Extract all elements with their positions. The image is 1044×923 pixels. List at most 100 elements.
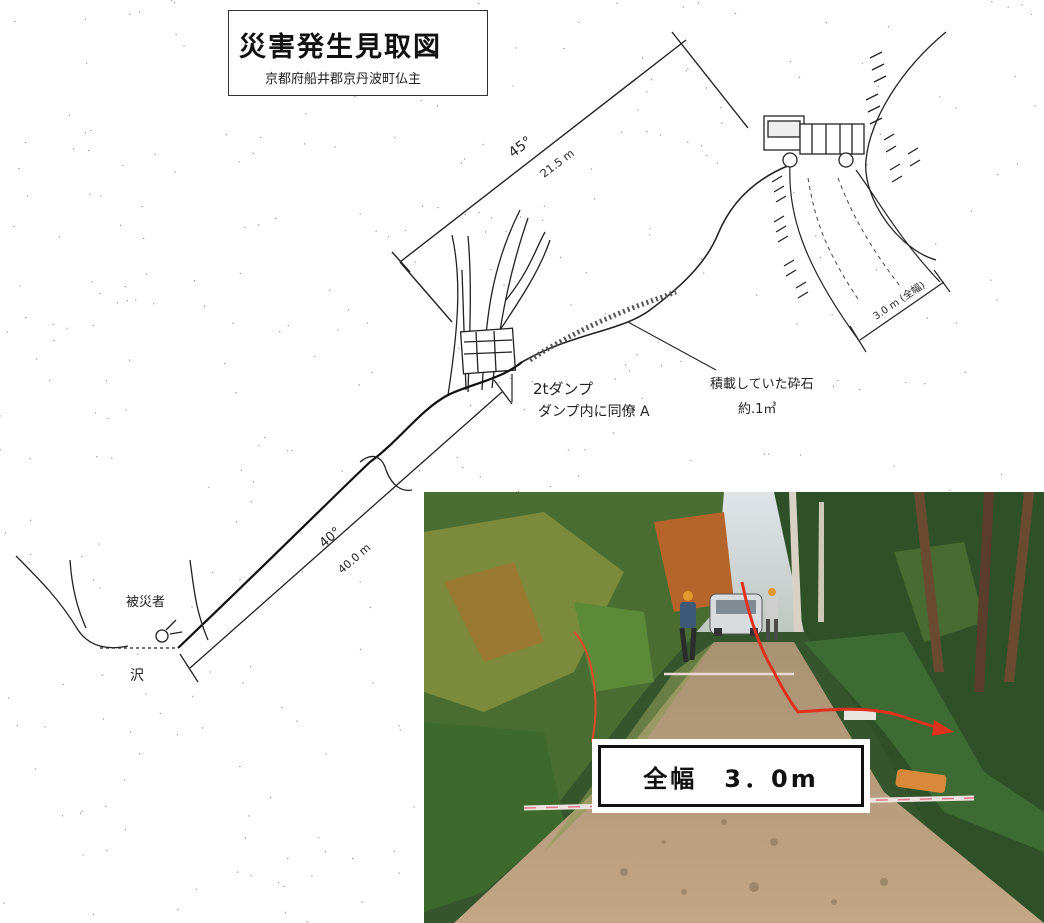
speckle-dot	[8, 697, 10, 699]
cargo-leader	[627, 321, 717, 371]
speckle-dot	[590, 168, 593, 170]
speckle-dot	[132, 671, 134, 674]
speckle-dot	[734, 12, 737, 15]
speckle-dot	[624, 364, 627, 366]
speckle-dot	[44, 726, 46, 728]
page-title: 災害発生見取図	[239, 32, 442, 63]
speckle-dot	[764, 453, 766, 455]
victim-label: 被災者	[126, 595, 165, 610]
speckle-dot	[680, 360, 682, 362]
slope-break-mark	[359, 455, 413, 492]
speckle-dot	[249, 666, 252, 668]
speckle-dot	[250, 501, 252, 503]
speckle-dot	[30, 519, 32, 521]
speckle-dot	[531, 381, 533, 383]
speckle-dot	[399, 729, 401, 731]
speckle-dot	[549, 485, 552, 488]
speckle-dot	[279, 331, 281, 333]
speckle-dot	[72, 148, 75, 150]
speckle-dot	[36, 358, 38, 360]
speckle-dot	[125, 409, 127, 411]
speckle-dot	[414, 261, 416, 263]
speckle-dot	[359, 648, 362, 651]
speckle-dot	[604, 313, 607, 315]
speckle-dot	[137, 653, 139, 655]
speckle-dot	[287, 857, 289, 860]
speckle-dot	[239, 272, 242, 274]
speckle-dot	[793, 192, 795, 194]
speckle-dot	[84, 132, 87, 134]
speckle-dot	[244, 837, 247, 839]
speckle-dot	[756, 294, 758, 296]
speckle-dot	[58, 236, 60, 238]
speckle-dot	[81, 810, 83, 812]
speckle-dot	[329, 289, 331, 292]
speckle-dot	[799, 454, 802, 456]
speckle-dot	[102, 718, 105, 720]
speckle-dot	[482, 143, 484, 146]
speckle-dot	[649, 228, 651, 230]
speckle-dot	[970, 210, 973, 212]
speckle-dot	[478, 211, 480, 213]
speckle-dot	[30, 553, 32, 555]
speckle-dot	[393, 850, 396, 853]
speckle-dot	[152, 303, 155, 305]
speckle-dot	[716, 162, 719, 164]
speckle-dot	[404, 229, 406, 232]
speckle-dot	[697, 2, 700, 4]
speckle-dot	[1030, 13, 1033, 16]
speckle-dot	[456, 456, 459, 459]
speckle-dot	[341, 470, 343, 472]
speckle-dot	[138, 753, 141, 755]
speckle-dot	[837, 379, 839, 382]
stream-label: 沢	[130, 668, 144, 684]
speckle-dot	[463, 158, 466, 160]
speckle-dot	[176, 734, 179, 736]
speckle-dot	[124, 829, 127, 831]
speckle-dot	[578, 21, 580, 23]
speckle-dot	[66, 327, 68, 329]
title-box: 災害発生見取図 京都府船井郡京丹波町仏主	[228, 10, 488, 96]
speckle-dot	[685, 70, 688, 72]
speckle-dot	[139, 667, 141, 669]
speckle-dot	[61, 815, 64, 817]
speckle-dot	[99, 587, 101, 589]
speckle-dot	[92, 913, 95, 915]
speckle-dot	[768, 453, 770, 455]
speckle-dot	[478, 2, 480, 5]
speckle-dot	[1001, 474, 1003, 476]
speckle-dot	[174, 171, 176, 173]
dump-truck-icon	[459, 327, 517, 375]
speckle-dot	[700, 258, 703, 260]
speckle-dot	[85, 62, 88, 64]
speckle-dot	[195, 888, 198, 890]
speckle-dot	[347, 309, 349, 311]
site-photo: 全幅 3．0m	[424, 492, 1044, 923]
speckle-dot	[351, 857, 354, 860]
speckle-dot	[240, 469, 243, 471]
speckle-dot	[628, 370, 631, 372]
speckle-dot	[191, 606, 193, 608]
upper-slope-angle: 45°	[506, 133, 535, 161]
speckle-dot	[142, 237, 145, 240]
speckle-dot	[49, 379, 51, 382]
speckle-dot	[832, 385, 835, 388]
speckle-dot	[660, 365, 663, 367]
speckle-dot	[706, 154, 708, 157]
speckle-dot	[904, 381, 907, 383]
upper-slope-dimension	[391, 31, 749, 323]
speckle-dot	[646, 130, 648, 133]
speckle-dot	[119, 224, 122, 226]
speckle-dot	[877, 86, 879, 88]
speckle-dot	[420, 100, 422, 102]
speckle-dot	[641, 57, 644, 59]
speckle-dot	[517, 490, 520, 493]
speckle-dot	[62, 683, 64, 686]
speckle-dot	[111, 457, 113, 459]
speckle-dot	[539, 171, 541, 174]
speckle-dot	[203, 305, 206, 307]
speckle-dot	[682, 6, 684, 8]
speckle-dot	[924, 383, 926, 385]
speckle-dot	[469, 404, 472, 407]
speckle-dot	[159, 712, 162, 714]
